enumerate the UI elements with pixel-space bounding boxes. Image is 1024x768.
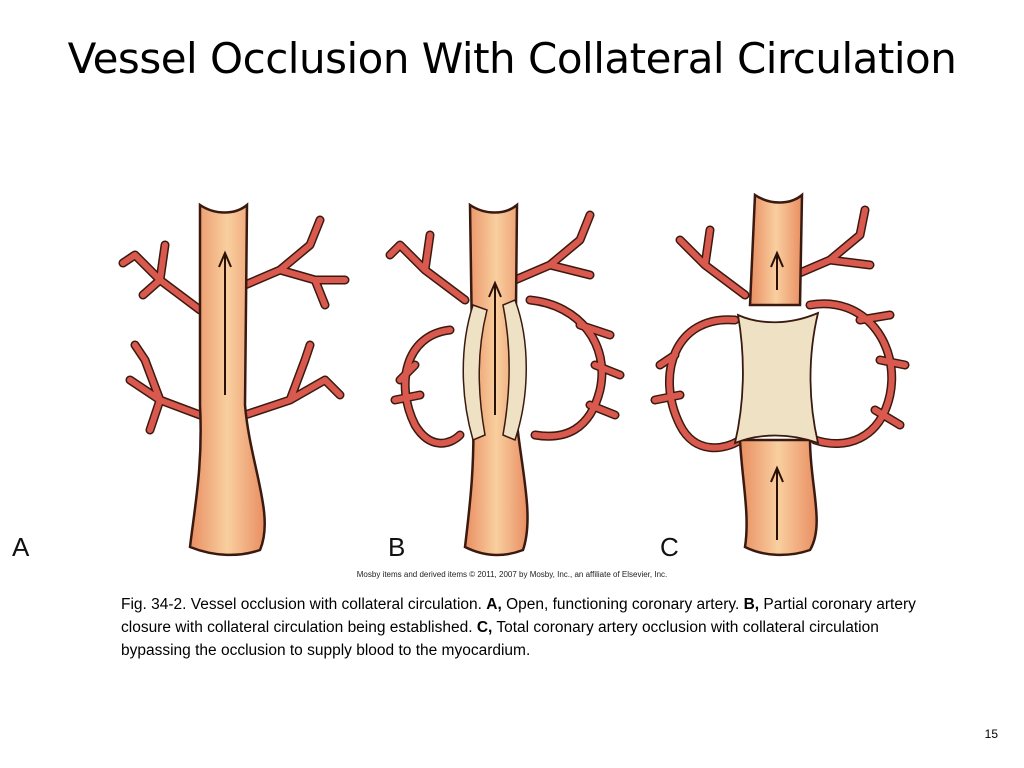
caption-a-label: A, bbox=[486, 596, 502, 613]
total-occlusion-drawing bbox=[650, 192, 910, 557]
slide-number: 15 bbox=[984, 727, 998, 741]
panel-c-illustration bbox=[650, 185, 910, 560]
occlusion-figure bbox=[100, 185, 920, 560]
caption-c-label: C, bbox=[476, 619, 493, 636]
copyright-notice: Mosby items and derived items © 2011, 20… bbox=[356, 570, 668, 579]
panel-label-a: A bbox=[12, 532, 30, 562]
caption-b-text: Partial coronary artery closure with col… bbox=[121, 596, 916, 636]
caption-b-label: B, bbox=[743, 596, 760, 613]
panel-label-b: B bbox=[388, 532, 406, 562]
panel-label-c: C bbox=[660, 532, 679, 562]
caption-lead: Fig. 34-2. Vessel occlusion with collate… bbox=[121, 596, 487, 613]
caption-c-text: Total coronary artery occlusion with col… bbox=[121, 619, 879, 659]
caption-a-text: Open, functioning coronary artery. bbox=[501, 596, 744, 613]
panel-b-illustration bbox=[375, 185, 635, 560]
figure-caption: Fig. 34-2. Vessel occlusion with collate… bbox=[121, 593, 931, 662]
partial-occlusion-drawing bbox=[385, 202, 625, 557]
open-artery-drawing bbox=[118, 202, 350, 557]
slide-title: Vessel Occlusion With Collateral Circula… bbox=[67, 34, 957, 83]
panel-a-illustration bbox=[105, 185, 365, 560]
